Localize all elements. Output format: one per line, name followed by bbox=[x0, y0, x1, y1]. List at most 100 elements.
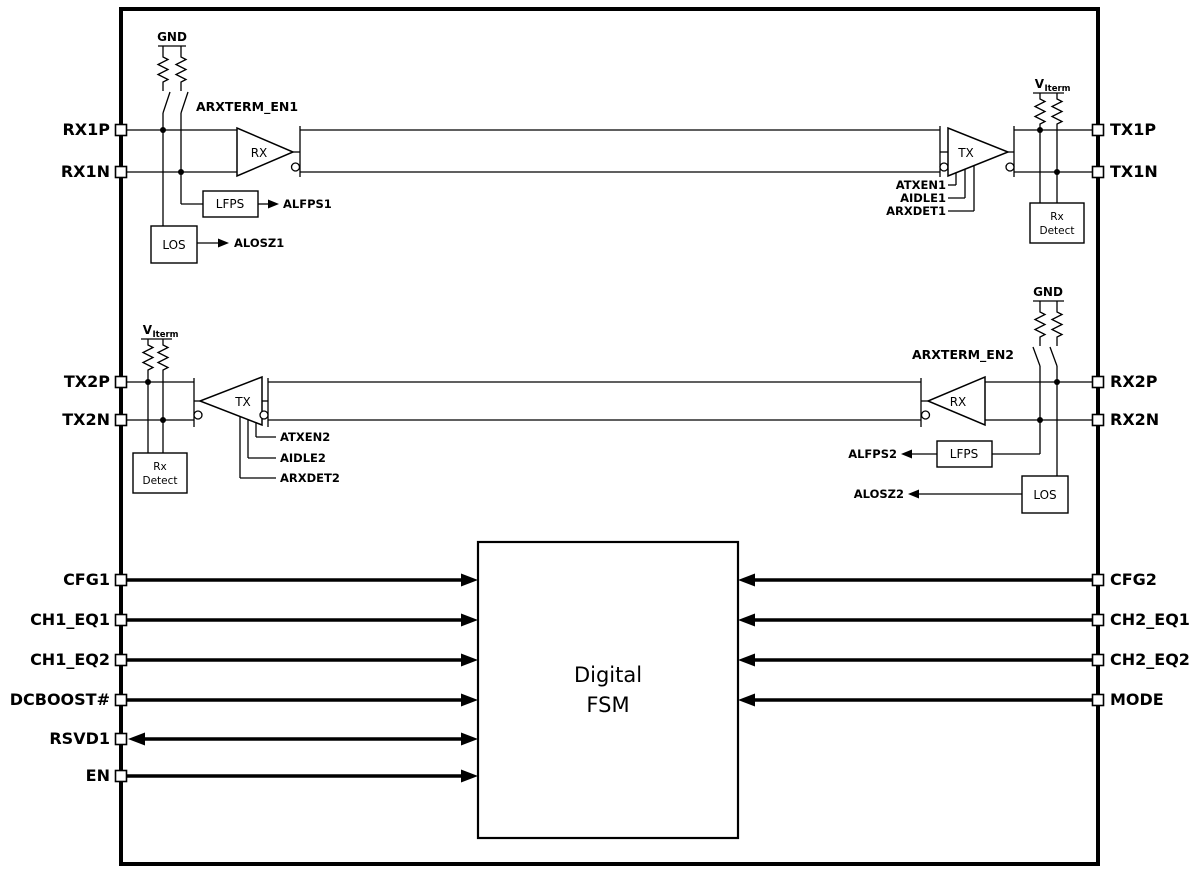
ch2-alosz-arrowhead bbox=[908, 489, 919, 499]
ch2-viterm-wires bbox=[141, 338, 172, 453]
ch2-rx-detect-label-line1: Rx bbox=[153, 461, 167, 473]
pin-tx2n bbox=[114, 413, 128, 427]
ch2-tx-output-bubble bbox=[193, 410, 203, 420]
ch2-lfps-block bbox=[936, 440, 993, 468]
ch2-tx-control-wires bbox=[239, 416, 276, 479]
ch2-viterm-subscript: Iterm bbox=[153, 330, 179, 340]
ch1-rx-amplifier bbox=[236, 126, 295, 178]
digital-fsm-label-line2: FSM bbox=[586, 693, 629, 717]
ch2-rx-detect-block bbox=[132, 452, 188, 494]
ch2-rx-output-wires bbox=[920, 378, 928, 427]
digital-fsm-block bbox=[476, 540, 740, 840]
pin-label-cfg1: CFG1 bbox=[63, 570, 110, 589]
junction-dot bbox=[1054, 169, 1060, 175]
pin-dcboost bbox=[114, 693, 128, 707]
pin-label-ch1-eq2: CH1_EQ2 bbox=[30, 650, 110, 669]
ch2-tx-input-wires bbox=[262, 378, 921, 427]
ch1-alosz1-label: ALOSZ1 bbox=[234, 236, 284, 250]
ch2-termination-resistor bbox=[1033, 307, 1047, 341]
ch1-tx-amplifier-label: TX bbox=[957, 146, 974, 160]
pin-label-tx1n: TX1N bbox=[1110, 162, 1158, 181]
pin-label-en: EN bbox=[86, 766, 110, 785]
cfg2-arrow bbox=[738, 573, 1092, 587]
ch1-atxen1-label: ATXEN1 bbox=[896, 178, 946, 192]
ch2-alosz2-label: ALOSZ2 bbox=[854, 487, 904, 501]
ch1-tx-input-bubble bbox=[939, 162, 949, 172]
ch2-termination-resistor bbox=[1050, 307, 1064, 341]
ch2-viterm-resistor bbox=[156, 340, 170, 374]
ch1-rx-amplifier-label: RX bbox=[251, 146, 268, 160]
pin-ch1-eq1 bbox=[114, 613, 128, 627]
ch2-gnd-label: GND bbox=[1033, 285, 1063, 299]
ch2-eq2-arrow bbox=[738, 653, 1092, 667]
ch2-tx-input-bubble bbox=[259, 410, 269, 420]
pin-rx2p bbox=[1091, 375, 1105, 389]
ch2-viterm-resistor bbox=[141, 340, 155, 374]
en-arrow bbox=[127, 769, 478, 783]
ch2-tx-output-wires bbox=[127, 378, 200, 427]
channel1: GND ARXTERM_EN1 RX bbox=[127, 30, 1092, 264]
pin-label-dcboost: DCBOOST# bbox=[10, 690, 110, 709]
pin-label-tx2n: TX2N bbox=[62, 410, 110, 429]
ch2-alfps-arrowhead bbox=[901, 449, 912, 459]
ch2-los-block bbox=[1021, 475, 1069, 514]
bottom-control-signals bbox=[127, 573, 1092, 783]
pin-cfg2 bbox=[1091, 573, 1105, 587]
pin-label-rx2p: RX2P bbox=[1110, 372, 1158, 391]
rsvd1-arrow bbox=[128, 732, 478, 746]
ch1-gnd-label: GND bbox=[157, 30, 187, 44]
digital-fsm: Digital FSM bbox=[476, 540, 740, 840]
ch1-viterm-label: V bbox=[1035, 77, 1045, 91]
ch1-rx-inversion-bubble bbox=[290, 162, 301, 172]
junction-dot bbox=[1054, 379, 1060, 385]
ch2-rx-amplifier bbox=[926, 375, 986, 427]
pin-label-mode: MODE bbox=[1110, 690, 1164, 709]
pin-label-rx1n: RX1N bbox=[61, 162, 110, 181]
pin-rx1n bbox=[114, 165, 128, 179]
pin-label-ch2-eq2: CH2_EQ2 bbox=[1110, 650, 1190, 669]
ch1-tx-control-wires bbox=[948, 166, 975, 212]
ch2-arxterm-en2-label: ARXTERM_EN2 bbox=[912, 347, 1014, 363]
ch1-term-switch bbox=[180, 91, 189, 114]
pin-ch2-eq2 bbox=[1091, 653, 1105, 667]
ch1-rx-detect-block bbox=[1029, 202, 1085, 244]
ch1-alosz-arrowhead bbox=[218, 238, 229, 248]
junction-dot bbox=[1037, 127, 1043, 133]
pins bbox=[114, 123, 1105, 783]
pin-rx2n bbox=[1091, 413, 1105, 427]
ch1-aidle1-label: AIDLE1 bbox=[900, 191, 946, 205]
ch2-rx-input-wires bbox=[985, 381, 1092, 421]
ch1-rx-output-wires bbox=[293, 126, 940, 177]
pin-label-rx1p: RX1P bbox=[62, 120, 110, 139]
mode-arrow bbox=[738, 693, 1092, 707]
dcboost-arrow bbox=[127, 693, 478, 707]
ch1-los-block bbox=[150, 225, 198, 264]
pin-tx1p bbox=[1091, 123, 1105, 137]
ch1-viterm-resistor bbox=[1033, 94, 1047, 128]
pin-ch2-eq1 bbox=[1091, 613, 1105, 627]
pin-label-tx1p: TX1P bbox=[1110, 120, 1156, 139]
ch1-alfps1-label: ALFPS1 bbox=[283, 197, 332, 211]
pin-label-ch2-eq1: CH2_EQ1 bbox=[1110, 610, 1190, 629]
ch2-arxdet2-label: ARXDET2 bbox=[280, 471, 340, 485]
pin-label-rx2n: RX2N bbox=[1110, 410, 1159, 429]
ch2-rx-inversion-bubble bbox=[920, 410, 931, 420]
digital-fsm-label-line1: Digital bbox=[574, 663, 642, 687]
ch2-rx-detect-label-line2: Detect bbox=[142, 475, 177, 487]
pin-label-rsvd1: RSVD1 bbox=[49, 729, 110, 748]
ch1-arxdet1-label: ARXDET1 bbox=[886, 204, 946, 218]
ch1-eq1-arrow bbox=[127, 613, 478, 627]
pin-cfg1 bbox=[114, 573, 128, 587]
pin-label-cfg2: CFG2 bbox=[1110, 570, 1157, 589]
ch2-rx-amplifier-label: RX bbox=[950, 395, 967, 409]
pin-en bbox=[114, 769, 128, 783]
ch1-termination-resistor bbox=[174, 52, 188, 86]
ch1-gnd-wires bbox=[158, 45, 203, 226]
ch1-rx-detect-label-line2: Detect bbox=[1039, 225, 1074, 237]
ch1-term-switch bbox=[162, 91, 171, 114]
ch1-rx-detect-label-line1: Rx bbox=[1050, 211, 1064, 223]
pin-label-tx2p: TX2P bbox=[64, 372, 110, 391]
ch1-alfps-arrowhead bbox=[268, 199, 279, 209]
